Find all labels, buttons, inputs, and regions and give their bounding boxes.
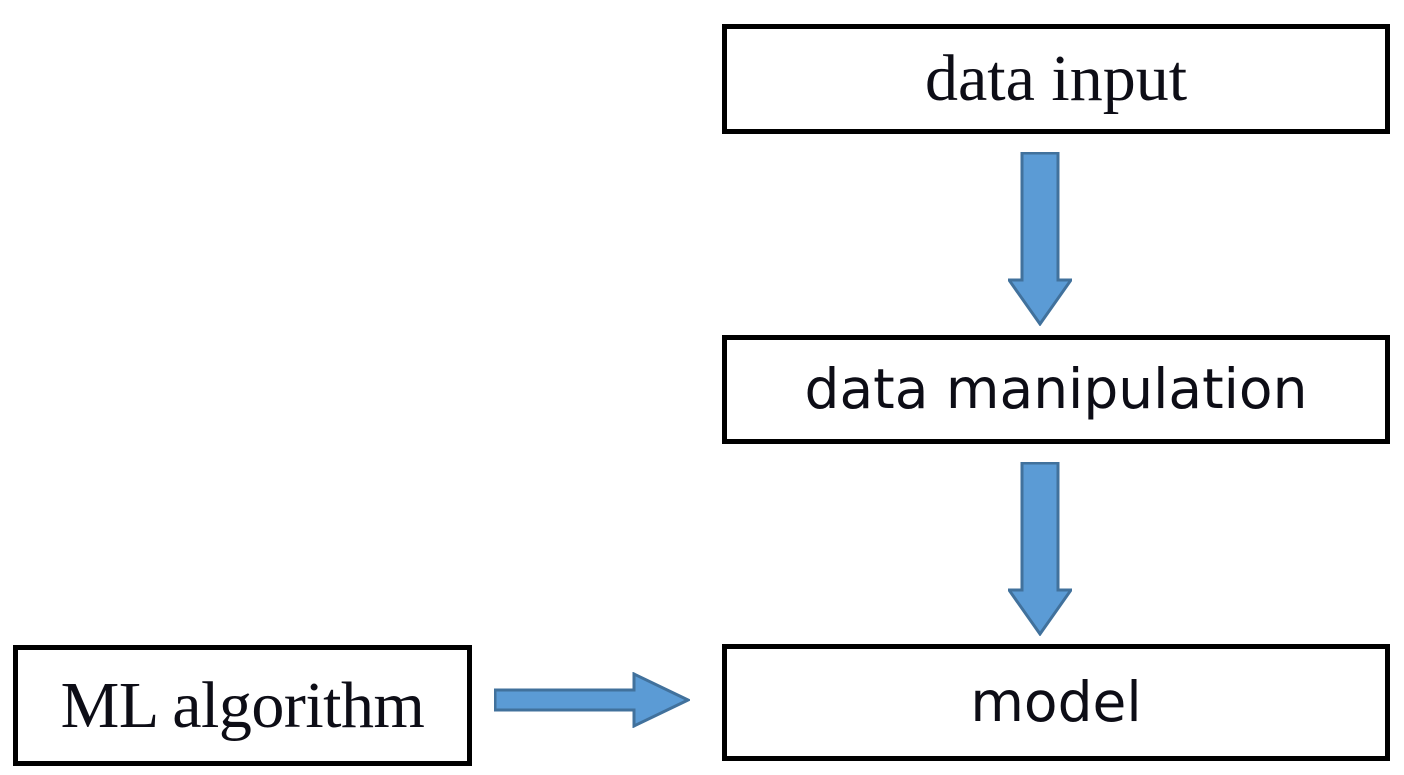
arrow-down-manipulation-to-model-icon — [1008, 462, 1072, 636]
node-data-manipulation-label: data manipulation — [804, 357, 1308, 421]
node-model-label: model — [970, 670, 1142, 734]
node-ml-algorithm[interactable]: ML algorithm — [13, 645, 472, 766]
node-model[interactable]: model — [722, 644, 1390, 761]
arrow-down-input-to-manipulation-icon — [1008, 152, 1072, 326]
node-ml-algorithm-label: ML algorithm — [60, 668, 425, 742]
node-data-input-label: data input — [924, 42, 1188, 115]
arrow-right-ml-to-model-icon — [494, 672, 690, 728]
node-data-manipulation[interactable]: data manipulation — [722, 335, 1390, 444]
node-data-input[interactable]: data input — [722, 24, 1390, 134]
